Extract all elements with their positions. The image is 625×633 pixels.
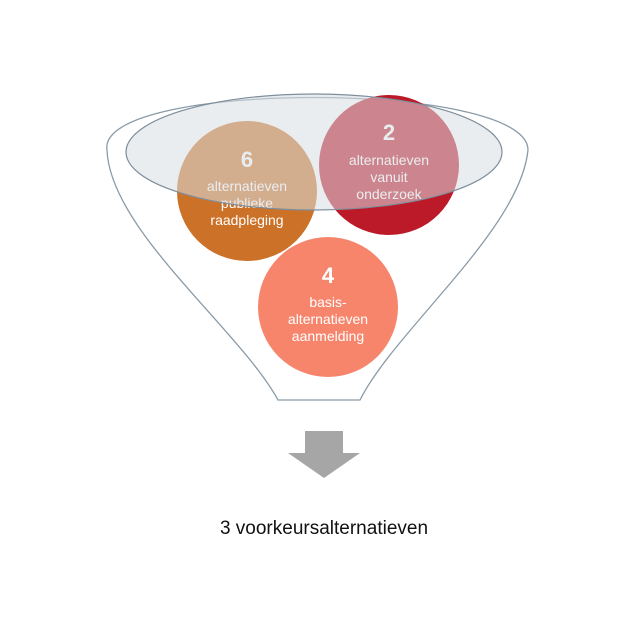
circle-aanmelding: 4 basis- alternatieven aanmelding: [258, 237, 398, 377]
circle-3-number: 4: [322, 263, 335, 288]
circle-3-line-3: aanmelding: [292, 328, 364, 344]
circle-3-line-1: basis-: [309, 294, 347, 310]
result-label: 3 voorkeursalternatieven: [220, 518, 428, 539]
circle-1-line-3: raadpleging: [210, 212, 283, 228]
down-arrow-icon: [288, 431, 360, 478]
funnel-top-ellipse: [125, 93, 503, 211]
circle-3-line-2: alternatieven: [288, 311, 368, 327]
